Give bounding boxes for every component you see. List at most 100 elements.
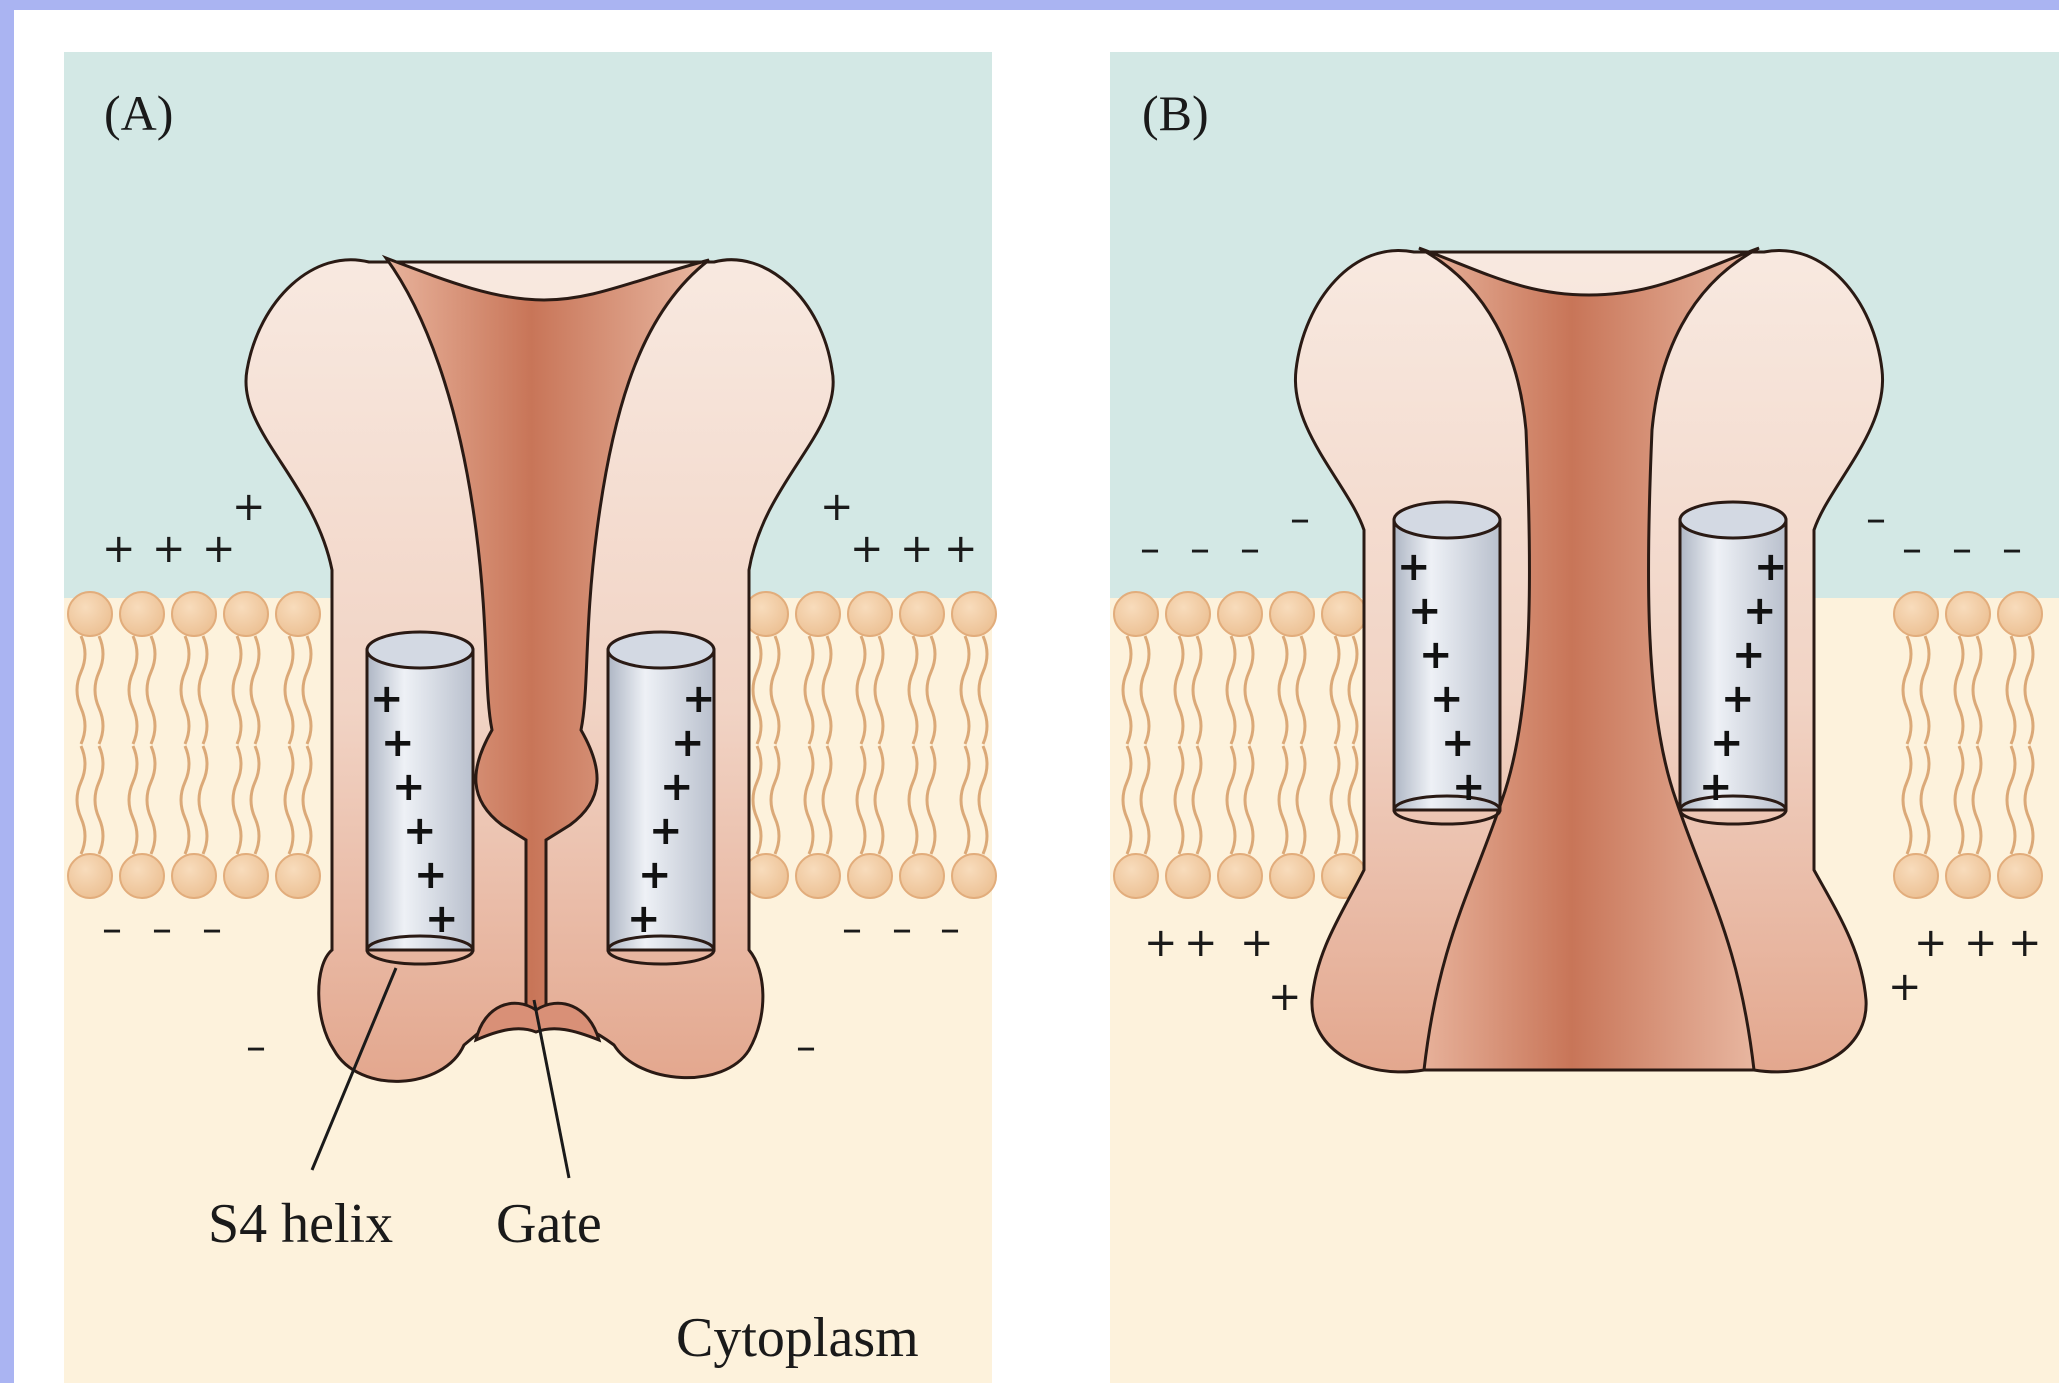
membrane-charge: – bbox=[202, 906, 222, 952]
membrane-charge: + bbox=[944, 526, 978, 572]
panel-a: + + + + + + + + + + + + + + + + + + + + bbox=[64, 52, 996, 1383]
lipid-head bbox=[1322, 592, 1366, 636]
lipid-head bbox=[1946, 592, 1990, 636]
lipid-head bbox=[1894, 854, 1938, 898]
helix-charge: + bbox=[682, 676, 716, 722]
helix-charge: + bbox=[1408, 588, 1442, 634]
lipid-head bbox=[1114, 854, 1158, 898]
helix-charge: + bbox=[638, 852, 672, 898]
helix-charge: + bbox=[1732, 632, 1766, 678]
lipid-head bbox=[848, 854, 892, 898]
lipid-head bbox=[1998, 592, 2042, 636]
membrane-charge: – bbox=[1240, 526, 1260, 572]
lipid-head bbox=[276, 592, 320, 636]
lipid-head bbox=[120, 854, 164, 898]
lipid-head bbox=[276, 854, 320, 898]
lipid-head bbox=[1218, 592, 1262, 636]
membrane-charge: + bbox=[1144, 920, 1178, 966]
helix-charge: + bbox=[671, 720, 705, 766]
membrane-charge: + bbox=[202, 526, 236, 572]
membrane-charge: – bbox=[1952, 526, 1972, 572]
lipid-head bbox=[744, 592, 788, 636]
helix-charge: + bbox=[381, 720, 415, 766]
panel-b-label: (B) bbox=[1142, 85, 1209, 141]
gate-label: Gate bbox=[496, 1193, 602, 1255]
membrane-charge: – bbox=[152, 906, 172, 952]
protein-charge-a-right: – bbox=[796, 1024, 816, 1070]
helix-charge: + bbox=[425, 896, 459, 942]
membrane-charge: + bbox=[232, 484, 266, 530]
membrane-charge: – bbox=[1902, 526, 1922, 572]
helix-charge: + bbox=[1699, 764, 1733, 810]
lipid-head bbox=[172, 592, 216, 636]
s4-helix-label: S4 helix bbox=[208, 1193, 393, 1255]
membrane-charge: – bbox=[892, 906, 912, 952]
membrane-charge: + bbox=[1964, 920, 1998, 966]
lipid-head bbox=[900, 854, 944, 898]
lipid-head bbox=[1114, 592, 1158, 636]
membrane-charge: + bbox=[102, 526, 136, 572]
membrane-charge: + bbox=[820, 484, 854, 530]
helix-charge: + bbox=[1721, 676, 1755, 722]
protein-charge-a-left: – bbox=[246, 1024, 266, 1070]
inside-charges-a-right: – – – bbox=[842, 906, 960, 952]
helix-charge: + bbox=[1419, 632, 1453, 678]
helix-charge: + bbox=[1397, 544, 1431, 590]
lipid-head bbox=[224, 592, 268, 636]
membrane-charge: – bbox=[1866, 496, 1886, 542]
lipid-head bbox=[796, 592, 840, 636]
lipid-head bbox=[900, 592, 944, 636]
membrane-charge: – bbox=[842, 906, 862, 952]
panel-a-label: (A) bbox=[104, 85, 173, 141]
helix-charge: + bbox=[660, 764, 694, 810]
helix-charge: + bbox=[1430, 676, 1464, 722]
helix-charge: + bbox=[649, 808, 683, 854]
membrane-charge: + bbox=[1184, 920, 1218, 966]
membrane-charge: – bbox=[102, 906, 122, 952]
helix-charge: + bbox=[414, 852, 448, 898]
lipid-head bbox=[848, 592, 892, 636]
membrane-charge: + bbox=[1268, 974, 1302, 1020]
lipid-head bbox=[1270, 592, 1314, 636]
membrane-charge: + bbox=[1240, 920, 1274, 966]
helix-charge: + bbox=[627, 896, 661, 942]
helix-charge: + bbox=[1743, 588, 1777, 634]
channel-protein-a bbox=[246, 258, 833, 1081]
membrane-charge: – bbox=[1190, 526, 1210, 572]
helix-charge: + bbox=[1441, 720, 1475, 766]
cytoplasm-label: Cytoplasm bbox=[676, 1307, 919, 1369]
ion-channel-diagram: + + + + + + + + + + + + + + + + + + + + bbox=[14, 10, 2059, 1383]
helix-charge: + bbox=[370, 676, 404, 722]
inside-charges-a-left: – – – bbox=[102, 906, 222, 952]
lipid-head bbox=[68, 592, 112, 636]
lipid-head bbox=[1270, 854, 1314, 898]
membrane-charge: – bbox=[2002, 526, 2022, 572]
membrane-charge: + bbox=[1914, 920, 1948, 966]
lipid-head bbox=[224, 854, 268, 898]
helix-charge: + bbox=[1452, 764, 1486, 810]
helix-charge: + bbox=[392, 764, 426, 810]
panel-b: + + + + + + + + + + + + – – – – – – – – bbox=[1110, 52, 2059, 1383]
membrane-charge: – bbox=[940, 906, 960, 952]
lipid-head bbox=[1166, 592, 1210, 636]
figure-frame: + + + + + + + + + + + + + + + + + + + + bbox=[14, 10, 2059, 1383]
helix-charge: + bbox=[403, 808, 437, 854]
lipid-head bbox=[952, 592, 996, 636]
membrane-charge: + bbox=[2008, 920, 2042, 966]
membrane-charge: + bbox=[1888, 964, 1922, 1010]
membrane-charge: + bbox=[850, 526, 884, 572]
membrane-charge: – bbox=[1290, 496, 1310, 542]
lipid-head bbox=[1998, 854, 2042, 898]
channel-protein-b bbox=[1295, 248, 1882, 1072]
lipid-head bbox=[120, 592, 164, 636]
membrane-charge: + bbox=[900, 526, 934, 572]
lipid-head bbox=[796, 854, 840, 898]
membrane-charge: – bbox=[1140, 526, 1160, 572]
helix-charge: + bbox=[1710, 720, 1744, 766]
lipid-head bbox=[1218, 854, 1262, 898]
lipid-head bbox=[68, 854, 112, 898]
lipid-head bbox=[1894, 592, 1938, 636]
helix-charge: + bbox=[1754, 544, 1788, 590]
lipid-head bbox=[952, 854, 996, 898]
lipid-head bbox=[1166, 854, 1210, 898]
